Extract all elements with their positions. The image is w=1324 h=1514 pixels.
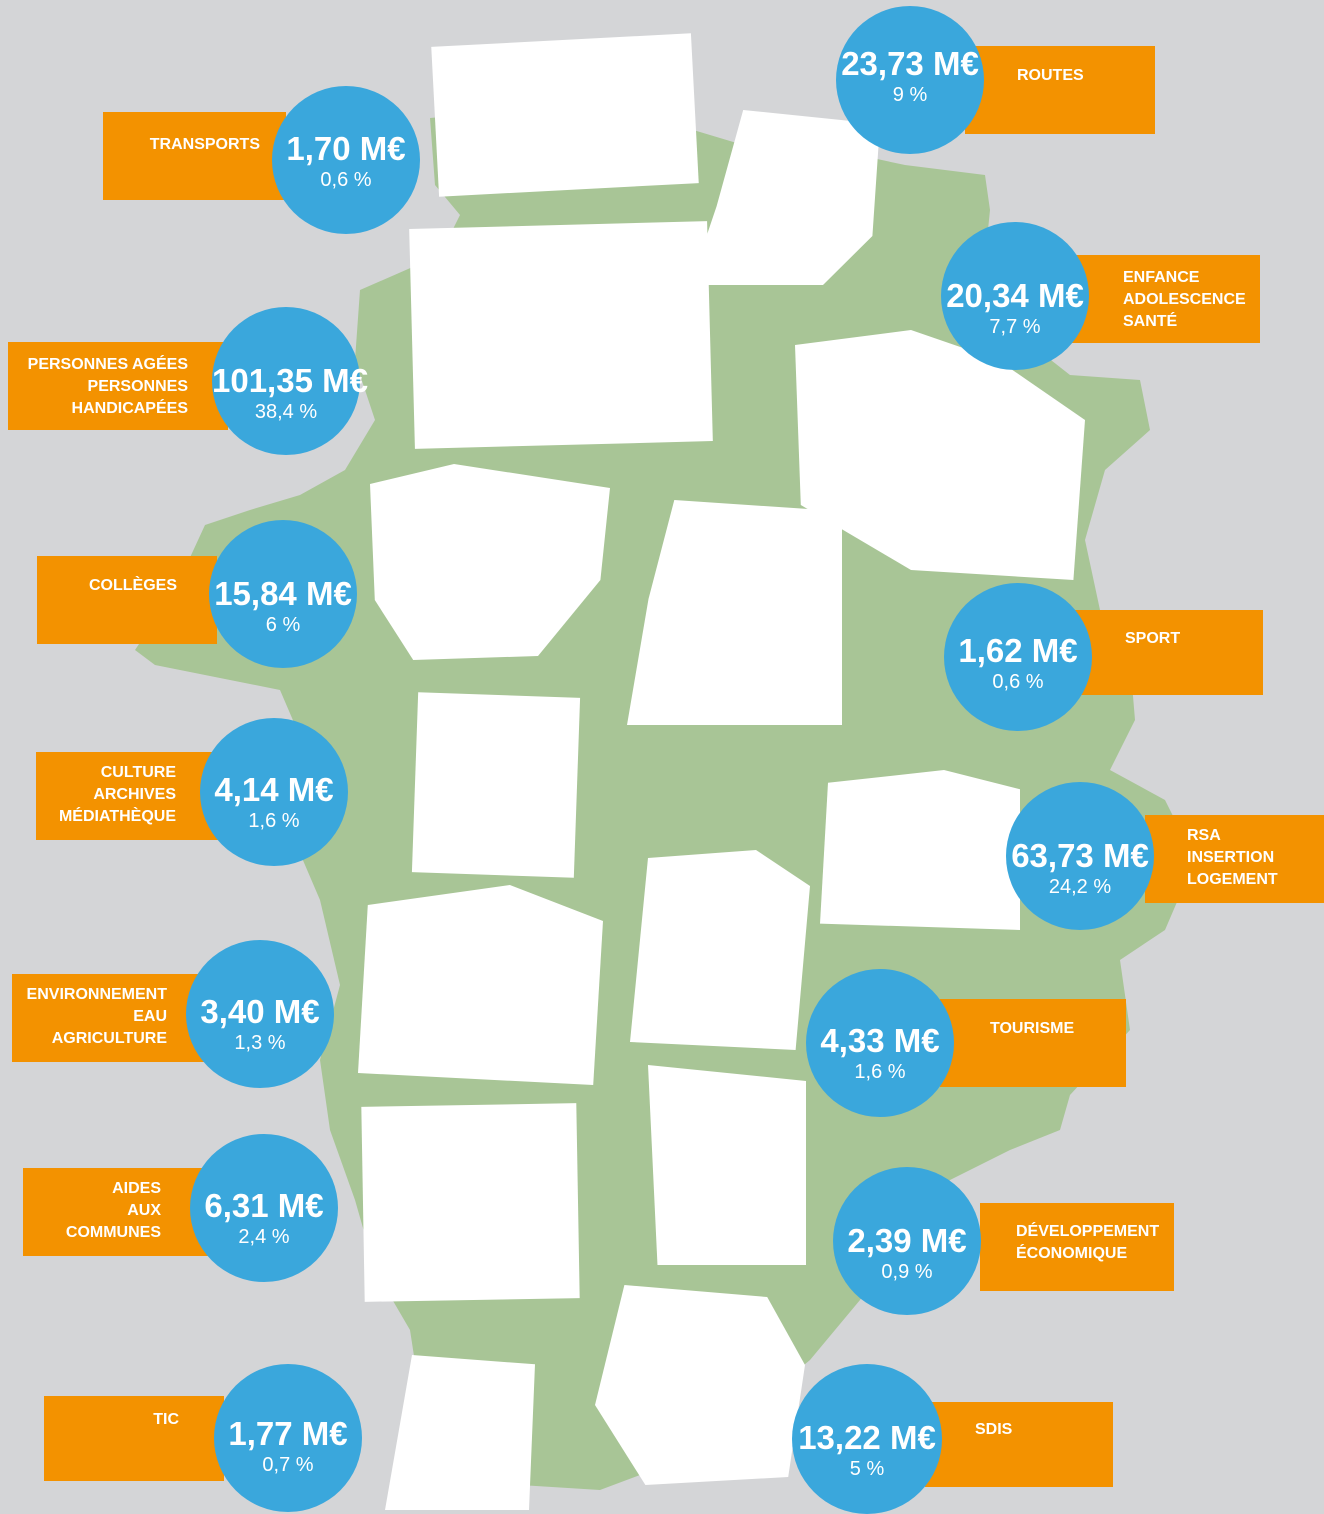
town-hall-illustration <box>361 1103 580 1302</box>
percent-environnement: 1,3 % <box>234 1032 286 1054</box>
amount-developpement: 2,39 M€ <box>847 1222 967 1259</box>
percent-transports: 0,6 % <box>320 169 372 191</box>
bubble-personnes: 101,35 M€ 38,4 % <box>212 307 368 455</box>
percent-enfance: 7,7 % <box>989 316 1041 338</box>
label-routes: ROUTES <box>965 46 1155 134</box>
bubble-aides: 6,31 M€ 2,4 % <box>190 1134 338 1282</box>
bubble-culture: 4,14 M€ 1,6 % <box>200 718 348 866</box>
amount-sdis: 13,22 M€ <box>798 1419 936 1456</box>
percent-aides: 2,4 % <box>238 1226 290 1248</box>
bubble-enfance: 20,34 M€ 7,7 % <box>941 222 1089 370</box>
amount-tic: 1,77 M€ <box>228 1415 348 1452</box>
label-tourisme: TOURISME <box>940 999 1126 1087</box>
label-colleges: COLLÈGES <box>37 556 217 644</box>
amount-tourisme: 4,33 M€ <box>820 1022 940 1059</box>
percent-sdis: 5 % <box>849 1458 885 1480</box>
percent-tic: 0,7 % <box>262 1454 314 1476</box>
bubble-colleges: 15,84 M€ 6 % <box>209 520 357 668</box>
wind-tractor-illustration <box>358 885 603 1085</box>
bubble-tic: 1,77 M€ 0,7 % <box>214 1364 362 1512</box>
elderly-disabled-illustration <box>409 221 713 449</box>
amount-routes: 23,73 M€ <box>841 45 979 82</box>
amount-transports: 1,70 M€ <box>286 130 406 167</box>
amount-culture: 4,14 M€ <box>214 771 334 808</box>
bus-illustration <box>431 33 699 197</box>
bubble-rsa: 63,73 M€ 24,2 % <box>1006 782 1154 930</box>
rsa-office-illustration <box>820 770 1020 930</box>
bubble-routes: 23,73 M€ 9 % <box>836 6 984 154</box>
economic-growth-illustration <box>648 1065 806 1265</box>
bubble-sdis: 13,22 M€ 5 % <box>792 1364 942 1514</box>
percent-personnes: 38,4 % <box>254 401 318 423</box>
firefighter-illustration <box>595 1285 805 1485</box>
percent-culture: 1,6 % <box>248 810 300 832</box>
label-transports: TRANSPORTS <box>103 112 286 200</box>
percent-sport: 0,6 % <box>992 671 1044 693</box>
amount-personnes: 101,35 M€ <box>212 362 368 399</box>
bubble-environnement: 3,40 M€ 1,3 % <box>186 940 334 1088</box>
computer-user-illustration <box>385 1355 535 1510</box>
cyclist-tourists-illustration <box>630 850 810 1050</box>
bubble-transports: 1,70 M€ 0,6 % <box>272 86 420 234</box>
bubble-tourisme: 4,33 M€ 1,6 % <box>806 969 954 1117</box>
percent-tourisme: 1,6 % <box>854 1061 906 1083</box>
percent-developpement: 0,9 % <box>881 1261 933 1283</box>
label-sdis: SDIS <box>925 1402 1113 1487</box>
amount-colleges: 15,84 M€ <box>214 575 352 612</box>
amount-aides: 6,31 M€ <box>204 1187 324 1224</box>
amount-enfance: 20,34 M€ <box>946 277 1084 314</box>
amount-environnement: 3,40 M€ <box>200 993 320 1030</box>
bubble-sport: 1,62 M€ 0,6 % <box>944 583 1092 731</box>
percent-rsa: 24,2 % <box>1048 876 1112 898</box>
museum-illustration <box>411 692 581 878</box>
percent-colleges: 6 % <box>265 614 301 636</box>
bubble-developpement: 2,39 M€ 0,9 % <box>833 1167 981 1315</box>
percent-routes: 9 % <box>892 84 928 106</box>
amount-sport: 1,62 M€ <box>958 632 1078 669</box>
label-sport: SPORT <box>1073 610 1263 695</box>
amount-rsa: 63,73 M€ <box>1011 837 1149 874</box>
label-tic: TIC <box>44 1396 224 1481</box>
